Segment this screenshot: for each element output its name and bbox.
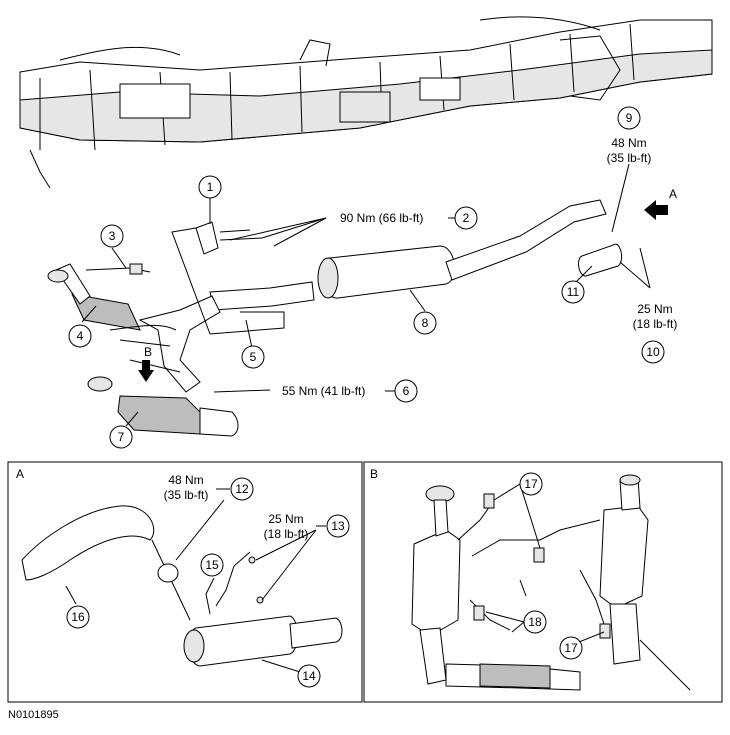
callout-15: 15	[200, 553, 224, 577]
callout-11-label: 11	[567, 285, 580, 299]
callout-3: 3	[100, 224, 124, 248]
callout-9: 9	[617, 106, 641, 130]
torque-spec-12-lbft: (35 lb-ft)	[164, 488, 209, 502]
intermediate-pipe	[209, 281, 315, 311]
o2-sensor-3	[85, 263, 151, 275]
detail-panel-a: A	[7, 461, 363, 703]
leader-lines-upper	[81, 163, 651, 427]
torque-spec-6: 55 Nm (41 lb-ft)	[282, 384, 365, 398]
callout-17-bottom-label: 17	[564, 641, 578, 655]
callout-6: 6	[394, 379, 418, 403]
callout-1-label: 1	[207, 180, 214, 194]
torque-spec-13-lbft: (18 lb-ft)	[264, 527, 309, 541]
callout-16: 16	[66, 605, 90, 629]
torque-spec-2: 90 Nm (66 lb-ft)	[340, 211, 423, 225]
catalytic-converter-left	[411, 529, 461, 637]
torque-spec-12-nm: 48 Nm	[168, 473, 203, 487]
callout-15-label: 15	[205, 558, 219, 572]
callout-5: 5	[241, 345, 265, 369]
callout-4-label: 4	[77, 329, 84, 343]
torque-spec-9-nm: 48 Nm	[611, 136, 646, 150]
resonator-11	[578, 243, 623, 277]
tailpipe-16	[21, 505, 155, 581]
view-arrow-b-label: B	[144, 345, 152, 359]
callout-8-label: 8	[422, 316, 429, 330]
callout-2-label: 2	[463, 211, 470, 225]
callout-12-label: 12	[235, 482, 249, 496]
torque-spec-10-lbft: (18 lb-ft)	[633, 317, 678, 331]
callout-13: 13	[326, 514, 350, 538]
callout-8: 8	[413, 311, 437, 335]
vehicle-frame	[19, 16, 713, 189]
callout-10-label: 10	[646, 345, 660, 359]
catalytic-converter-right	[599, 505, 649, 609]
view-arrow-b: B	[138, 345, 154, 382]
callout-11: 11	[561, 280, 585, 304]
callout-18: 18	[523, 610, 547, 634]
catalytic-converter-7	[87, 376, 239, 437]
view-arrow-a: A	[644, 187, 677, 220]
figure-id: N0101895	[8, 709, 59, 721]
muffler-8	[317, 245, 456, 299]
callout-3-label: 3	[109, 229, 116, 243]
callout-4: 4	[68, 324, 92, 348]
torque-spec-10-nm: 25 Nm	[637, 302, 672, 316]
callout-13-label: 13	[331, 519, 345, 533]
y-pipe	[109, 295, 221, 393]
detail-panel-b: B	[363, 461, 723, 703]
callout-10: 10	[641, 340, 665, 364]
callout-1: 1	[198, 175, 222, 199]
callout-12: 12	[230, 477, 254, 501]
clamp-15	[157, 563, 179, 583]
callout-14-label: 14	[302, 669, 316, 683]
callout-17-top-label: 17	[524, 477, 538, 491]
tailpipe-upper	[445, 199, 607, 281]
callout-9-label: 9	[626, 111, 633, 125]
callout-17-top: 17	[519, 472, 543, 496]
callout-16-label: 16	[71, 610, 85, 624]
hanger-bracket-1	[171, 221, 285, 335]
callout-2: 2	[454, 206, 478, 230]
callout-14: 14	[297, 664, 321, 688]
torque-spec-13-nm: 25 Nm	[268, 512, 303, 526]
panel-b-label: B	[370, 467, 378, 481]
torque-spec-9-lbft: (35 lb-ft)	[607, 151, 652, 165]
view-arrow-a-label: A	[669, 187, 677, 201]
panel-a-label: A	[16, 467, 24, 481]
callout-18-label: 18	[528, 615, 542, 629]
callout-5-label: 5	[250, 350, 257, 364]
callout-7: 7	[109, 425, 133, 449]
catalytic-converter-4	[47, 263, 141, 331]
callout-17-bottom: 17	[559, 636, 583, 660]
callout-7-label: 7	[118, 430, 125, 444]
callout-6-label: 6	[403, 384, 410, 398]
